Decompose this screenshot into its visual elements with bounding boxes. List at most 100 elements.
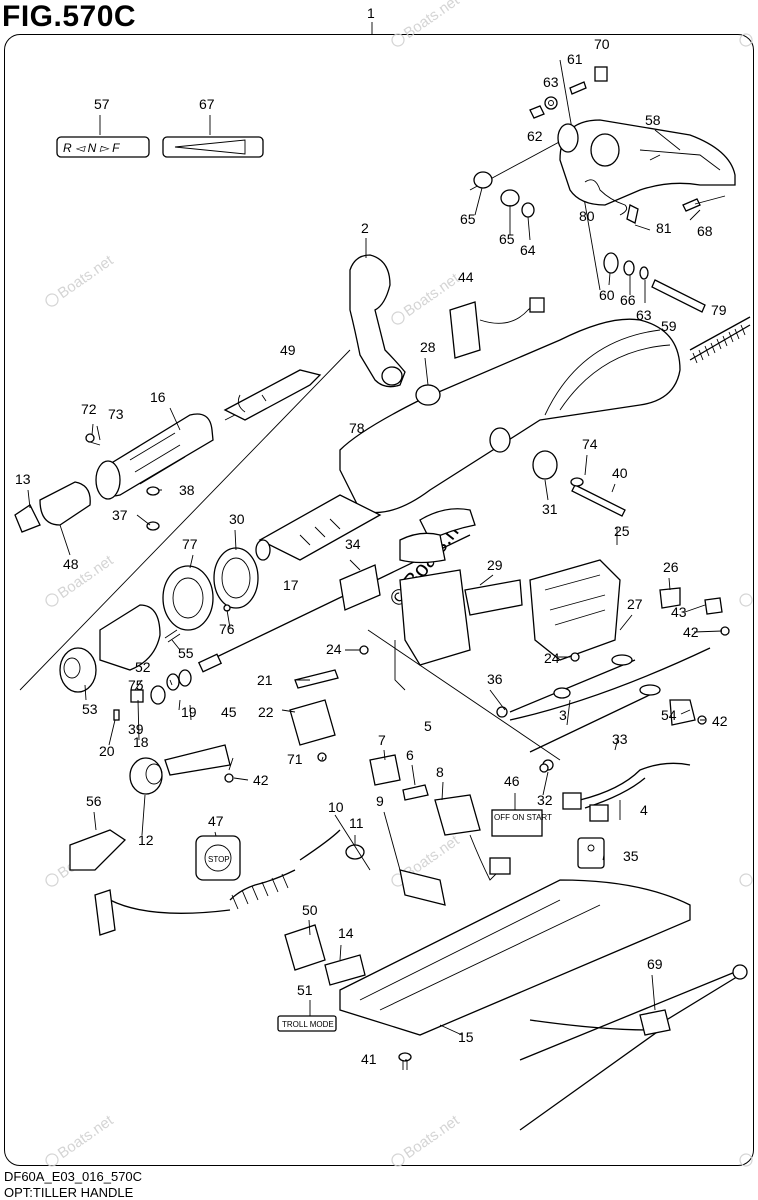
callout: 73 [108,406,124,422]
callout: 70 [594,36,610,52]
callout: 28 [420,339,436,355]
callout: 65 [499,231,515,247]
callout: 42 [253,772,269,788]
callout: 65 [460,211,476,227]
callout: 20 [99,743,115,759]
throttle-grip-16 [95,413,214,500]
callout: 52 [135,659,151,675]
callout: 1 [367,5,375,21]
watermark-text: Boats.net [401,0,463,42]
figure-title: FIG.570C [2,0,137,33]
callout: 11 [349,815,364,831]
callout: 3 [559,707,567,723]
switch-44 [449,297,545,359]
callout: 21 [257,672,273,688]
callout: 9 [376,793,384,809]
fasteners-top [473,66,726,313]
harness-4 [562,762,691,822]
callout: 34 [345,536,361,552]
callout: 48 [63,556,79,572]
callout: 43 [671,604,687,620]
bracket-29 [394,569,523,691]
watermark-text: Boats.net [55,251,117,302]
callout: 15 [458,1029,474,1045]
callout-labels: 1 2 3 4 5 6 7 8 9 10 11 12 13 14 15 16 1… [15,5,728,1067]
diagram-caption: OPT:TILLER HANDLE [4,1185,134,1200]
troll-plate-label: TROLL MODE [282,1020,334,1029]
assembly-25 [529,559,723,661]
base-15 [339,879,691,1036]
callout: 5 [424,718,432,734]
grip-end-13 [14,481,91,533]
callout: 7 [378,732,386,748]
spring-parts [113,629,192,721]
callout: 13 [15,471,31,487]
callout: 29 [487,557,503,573]
tiller-body-78 [255,318,681,561]
callout: 64 [520,242,536,258]
callout: 38 [179,482,195,498]
callout: 74 [582,436,598,452]
callout: 45 [221,704,237,720]
callout: 10 [328,799,344,815]
callout: 47 [208,813,224,829]
watermark-text: Boats.net [55,1111,117,1162]
spring-79 [689,316,751,364]
callout: 24 [326,641,342,657]
guide-34 [339,532,446,611]
callout: 66 [620,292,636,308]
callout: 71 [287,751,303,767]
callout: 27 [627,596,643,612]
callout: 55 [178,645,194,661]
bracket-49 [223,369,322,421]
grip-2 [349,254,406,388]
callout: 36 [487,671,503,687]
diagram-frame [4,34,754,1166]
callout: 81 [656,220,672,236]
callout: 44 [458,269,474,285]
callout: 72 [81,401,97,417]
callout: 42 [712,713,728,729]
callout: 75 [128,677,144,693]
callout: 79 [711,302,727,318]
rings-30-77 [162,547,259,631]
bracket-45 [164,744,231,776]
callout: 46 [504,773,520,789]
callout: 33 [612,731,628,747]
callout: 30 [229,511,245,527]
plug-28 [415,384,441,406]
switch-9 [369,754,511,881]
callout: 25 [614,523,630,539]
part-12 [129,757,163,795]
callout: 62 [527,128,543,144]
callout: 31 [542,501,558,517]
switch-plate-46: OFF ON START [491,809,552,837]
callout: 69 [647,956,663,972]
callout: 54 [661,707,677,723]
assembly-guide-line [19,349,351,691]
plate-67 [162,136,264,158]
callout: 53 [82,701,98,717]
callout: 63 [636,307,652,323]
callout: 58 [645,112,661,128]
callout: 17 [283,577,299,593]
part-56 [69,829,127,871]
troll-plate-51: TROLL MODE [277,1015,337,1032]
callout: 16 [150,389,166,405]
callout: 61 [567,51,583,67]
callout: 2 [361,220,369,236]
callout: 56 [86,793,102,809]
callout: 67 [199,96,215,112]
diagram-code: DF60A_E03_016_570C [4,1169,143,1184]
callout: 60 [599,287,615,303]
callout: 12 [138,832,154,848]
screw-41 [398,1052,412,1070]
washer-37 [146,521,160,531]
callout: 6 [406,747,414,763]
callout: 22 [258,704,274,720]
callout: 78 [349,420,365,436]
handle-69 [519,964,748,1131]
callout: 39 [128,721,144,737]
cable-3-33 [496,647,711,771]
